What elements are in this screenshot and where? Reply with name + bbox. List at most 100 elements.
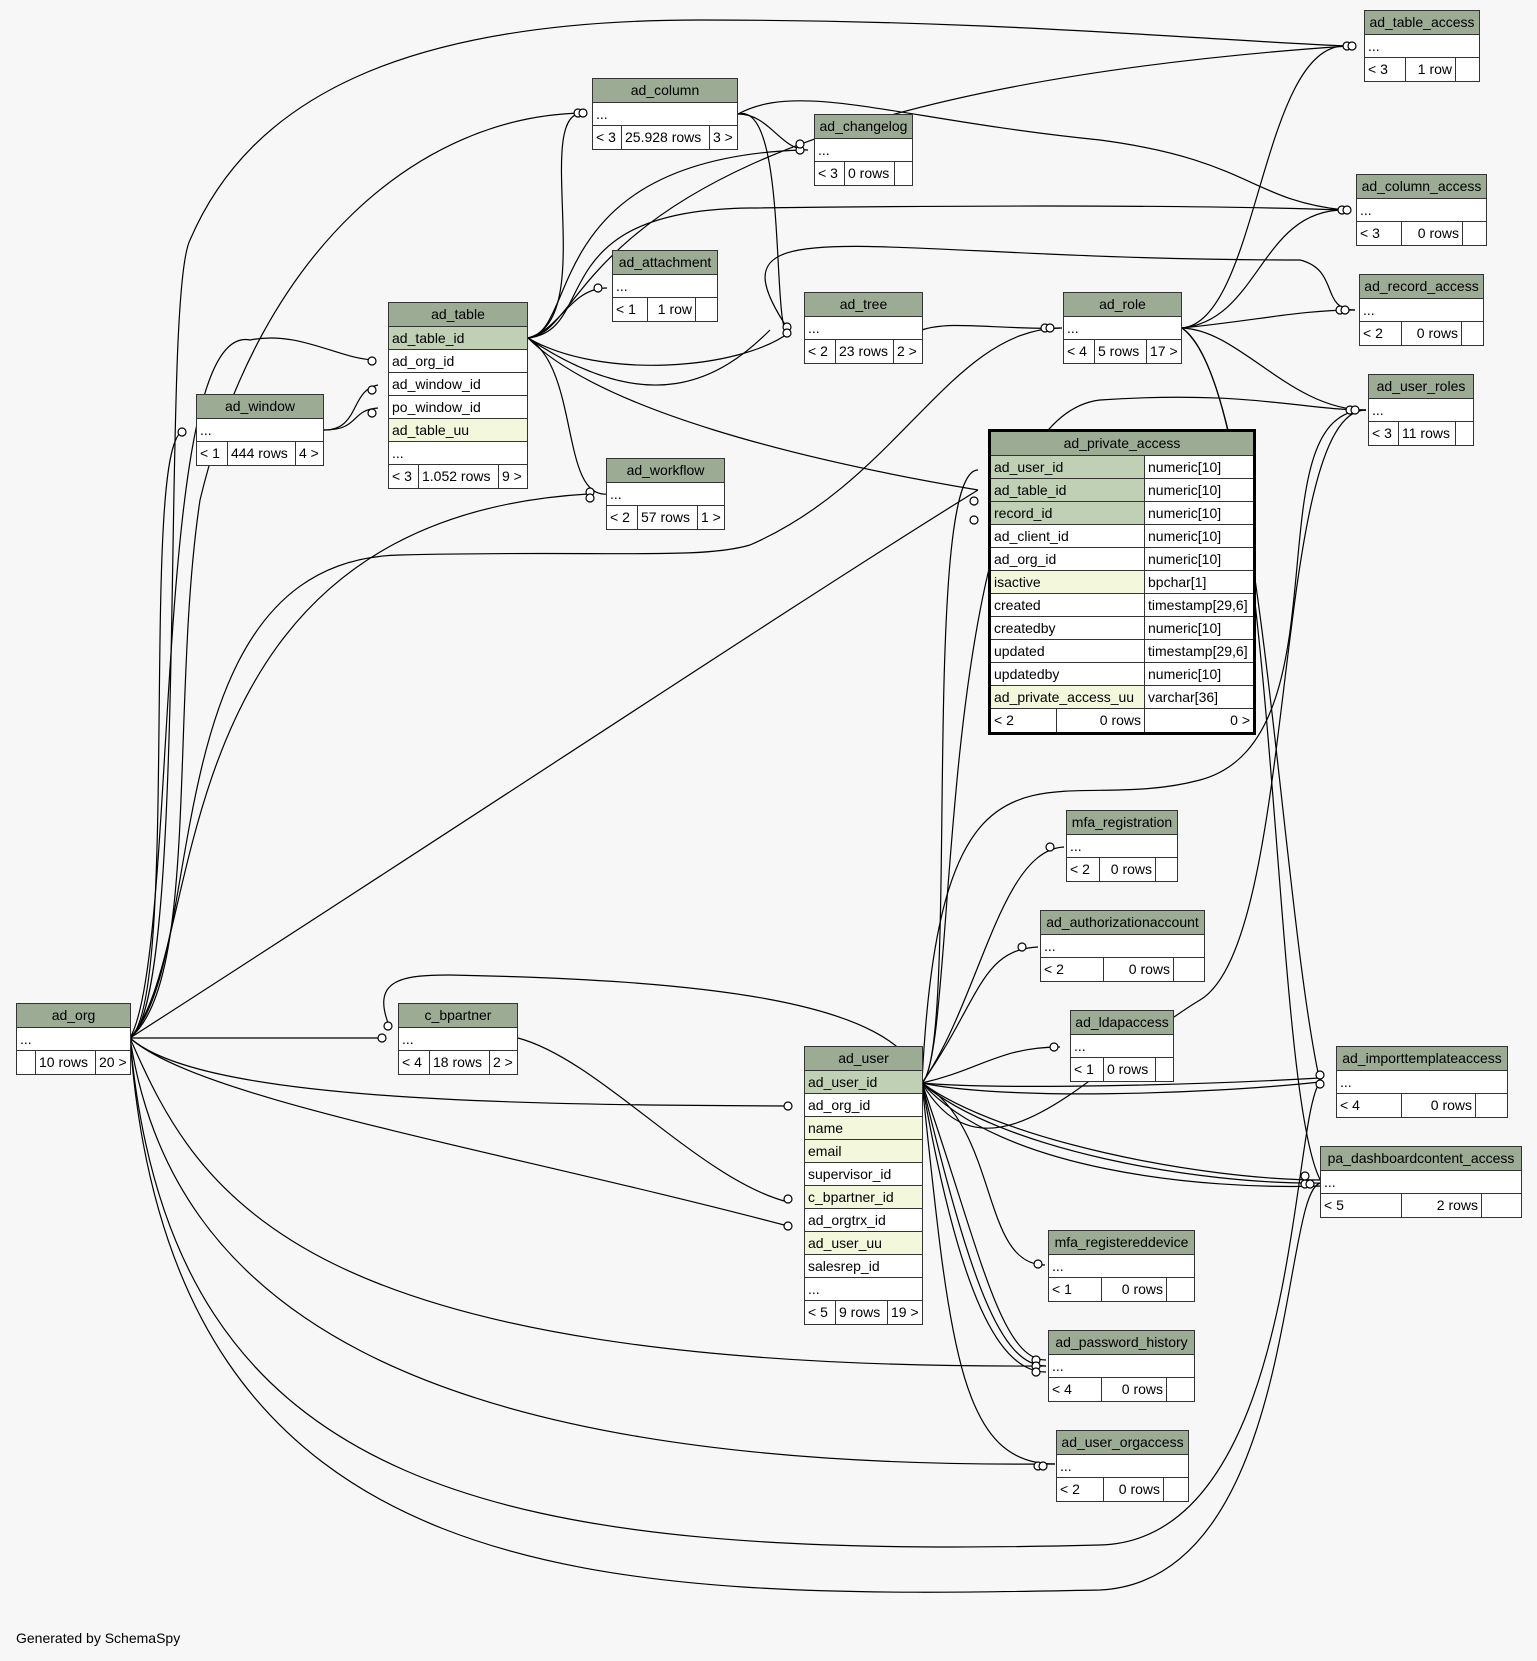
table-name[interactable]: ad_user_roles (1369, 375, 1473, 399)
table-mfa_registereddevice[interactable]: mfa_registereddevice ... < 1 0 rows (1048, 1230, 1195, 1302)
table-name[interactable]: ad_ldapaccess (1071, 1011, 1173, 1035)
table-name[interactable]: ad_column (593, 79, 737, 103)
children-link[interactable] (695, 298, 717, 321)
parents-link[interactable]: < 4 (1052, 1381, 1072, 1397)
table-pa_dashboardcontent_access[interactable]: pa_dashboardcontent_access ... < 5 2 row… (1320, 1146, 1522, 1218)
children-link[interactable]: 19 > (887, 1301, 922, 1324)
table-name[interactable]: ad_table (389, 303, 527, 327)
table-name[interactable]: ad_attachment (613, 251, 717, 275)
table-ad_ldapaccess[interactable]: ad_ldapaccess ... < 1 0 rows (1070, 1010, 1174, 1082)
children-link[interactable]: 1 > (697, 506, 724, 529)
parents-link[interactable]: < 2 (1044, 961, 1064, 977)
table-mfa_registration[interactable]: mfa_registration ... < 2 0 rows (1066, 810, 1178, 882)
table-ad_importtemplateaccess[interactable]: ad_importtemplateaccess ... < 4 0 rows (1336, 1046, 1508, 1118)
parents-link[interactable]: < 1 (616, 301, 636, 317)
table-ad_table[interactable]: ad_table ad_table_id ad_org_id ad_window… (388, 302, 528, 489)
parents-link[interactable]: < 2 (1363, 325, 1383, 341)
children-link[interactable] (1155, 858, 1177, 881)
parents-link[interactable]: < 3 (392, 468, 412, 484)
table-ad_authorizationaccount[interactable]: ad_authorizationaccount ... < 2 0 rows (1040, 910, 1205, 982)
table-ad_column_access[interactable]: ad_column_access ... < 3 0 rows (1356, 174, 1487, 246)
children-link[interactable] (1155, 1058, 1173, 1081)
table-ad_user_roles[interactable]: ad_user_roles ... < 3 11 rows (1368, 374, 1474, 446)
parents-link[interactable]: < 3 (1372, 425, 1392, 441)
children-link[interactable] (1481, 1194, 1521, 1217)
table-name[interactable]: mfa_registereddevice (1049, 1231, 1194, 1255)
parents-link[interactable]: < 3 (596, 129, 616, 145)
table-ad_changelog[interactable]: ad_changelog ... < 3 0 rows (814, 114, 913, 186)
children-link[interactable]: 2 > (489, 1051, 517, 1074)
children-link[interactable] (1166, 1378, 1194, 1401)
table-name[interactable]: ad_user (805, 1047, 922, 1071)
table-ad_table_access[interactable]: ad_table_access ... < 3 1 row (1364, 10, 1480, 82)
parents-link[interactable]: < 1 (1052, 1281, 1072, 1297)
table-ad_user[interactable]: ad_user ad_user_id ad_org_id name email … (804, 1046, 923, 1325)
children-link[interactable] (1455, 58, 1479, 81)
table-ad_password_history[interactable]: ad_password_history ... < 4 0 rows (1048, 1330, 1195, 1402)
children-link[interactable] (894, 162, 912, 185)
children-link[interactable] (1475, 1094, 1507, 1117)
children-link[interactable]: 20 > (95, 1051, 130, 1074)
table-ad_window[interactable]: ad_window ... < 1 444 rows 4 > (196, 394, 324, 466)
table-ad_tree[interactable]: ad_tree ... < 2 23 rows 2 > (804, 292, 923, 364)
parents-link[interactable]: < 3 (1360, 225, 1380, 241)
table-ad_attachment[interactable]: ad_attachment ... < 1 1 row (612, 250, 718, 322)
children-link[interactable]: 9 > (498, 465, 527, 488)
parents-link[interactable]: < 4 (402, 1054, 422, 1070)
parents-link[interactable]: < 3 (818, 165, 838, 181)
edge (921, 1081, 1321, 1095)
table-ad_user_orgaccess[interactable]: ad_user_orgaccess ... < 2 0 rows (1056, 1430, 1189, 1502)
table-name[interactable]: ad_private_access (991, 432, 1253, 456)
table-c_bpartner[interactable]: c_bpartner ... < 4 18 rows 2 > (398, 1003, 518, 1075)
parents-link[interactable]: < 1 (1074, 1061, 1094, 1077)
table-name[interactable]: ad_user_orgaccess (1057, 1431, 1188, 1455)
parents-link[interactable]: < 5 (808, 1304, 828, 1320)
children-link[interactable]: 4 > (295, 442, 323, 465)
table-name[interactable]: ad_org (17, 1004, 130, 1028)
table-name[interactable]: ad_password_history (1049, 1331, 1194, 1355)
table-name[interactable]: ad_column_access (1357, 175, 1486, 199)
children-link[interactable] (1163, 1478, 1188, 1501)
children-link[interactable] (1173, 958, 1204, 981)
table-ad_record_access[interactable]: ad_record_access ... < 2 0 rows (1359, 274, 1484, 346)
table-ad_workflow[interactable]: ad_workflow ... < 2 57 rows 1 > (606, 458, 725, 530)
parents-link[interactable]: < 2 (994, 712, 1014, 728)
table-name[interactable]: pa_dashboardcontent_access (1321, 1147, 1521, 1171)
children-link[interactable]: 3 > (709, 126, 737, 149)
table-ad_org[interactable]: ad_org ... 10 rows 20 > (16, 1003, 131, 1075)
children-link[interactable]: 2 > (893, 340, 922, 363)
table-name[interactable]: ad_authorizationaccount (1041, 911, 1204, 935)
children-link[interactable] (1462, 222, 1486, 245)
table-name[interactable]: mfa_registration (1067, 811, 1177, 835)
children-link[interactable] (1166, 1278, 1194, 1301)
parents-link[interactable]: < 5 (1324, 1197, 1344, 1213)
table-name[interactable]: c_bpartner (399, 1004, 517, 1028)
edge (129, 493, 589, 1039)
children-link[interactable]: 17 > (1146, 340, 1181, 363)
edge (921, 469, 979, 1084)
parents-link[interactable]: < 2 (1060, 1481, 1080, 1497)
table-ad_column[interactable]: ad_column ... < 3 25.928 rows 3 > (592, 78, 738, 150)
children-link[interactable]: 0 > (1144, 709, 1253, 732)
table-ad_role[interactable]: ad_role ... < 4 5 rows 17 > (1063, 292, 1182, 364)
table-name[interactable]: ad_window (197, 395, 323, 419)
parents-link[interactable]: < 3 (1368, 61, 1388, 77)
children-link[interactable] (1461, 322, 1483, 345)
parents-link[interactable]: < 1 (200, 445, 220, 461)
parents-link[interactable]: < 2 (1070, 861, 1090, 877)
children-link[interactable] (1455, 422, 1473, 445)
table-name[interactable]: ad_tree (805, 293, 922, 317)
edge (527, 149, 801, 339)
table-name[interactable]: ad_workflow (607, 459, 724, 483)
parents-link[interactable]: < 2 (808, 343, 828, 359)
parents-link[interactable] (17, 1051, 35, 1074)
parents-link[interactable]: < 4 (1340, 1097, 1360, 1113)
table-name[interactable]: ad_table_access (1365, 11, 1479, 35)
parents-link[interactable]: < 2 (610, 509, 630, 525)
parents-link[interactable]: < 4 (1067, 343, 1087, 359)
table-name[interactable]: ad_role (1064, 293, 1181, 317)
table-name[interactable]: ad_importtemplateaccess (1337, 1047, 1507, 1071)
table-name[interactable]: ad_changelog (815, 115, 912, 139)
table-name[interactable]: ad_record_access (1360, 275, 1483, 299)
